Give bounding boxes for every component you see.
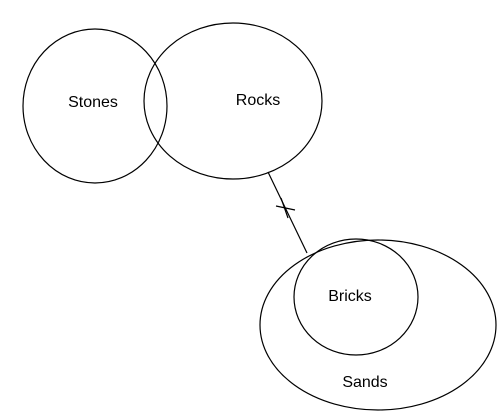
- bricks-circle: [293, 238, 419, 356]
- bricks-label: Bricks: [328, 288, 372, 305]
- rocks-label: Rocks: [236, 92, 280, 109]
- connector-cross-mark-a: [275, 205, 296, 211]
- sands-circle: [259, 239, 497, 411]
- sands-label: Sands: [342, 374, 387, 391]
- rocks-sands-connector: [267, 171, 308, 254]
- stones-circle: [22, 28, 168, 184]
- rocks-circle: [143, 22, 323, 180]
- stones-label: Stones: [68, 94, 118, 111]
- connector-cross-mark-b: [280, 197, 289, 219]
